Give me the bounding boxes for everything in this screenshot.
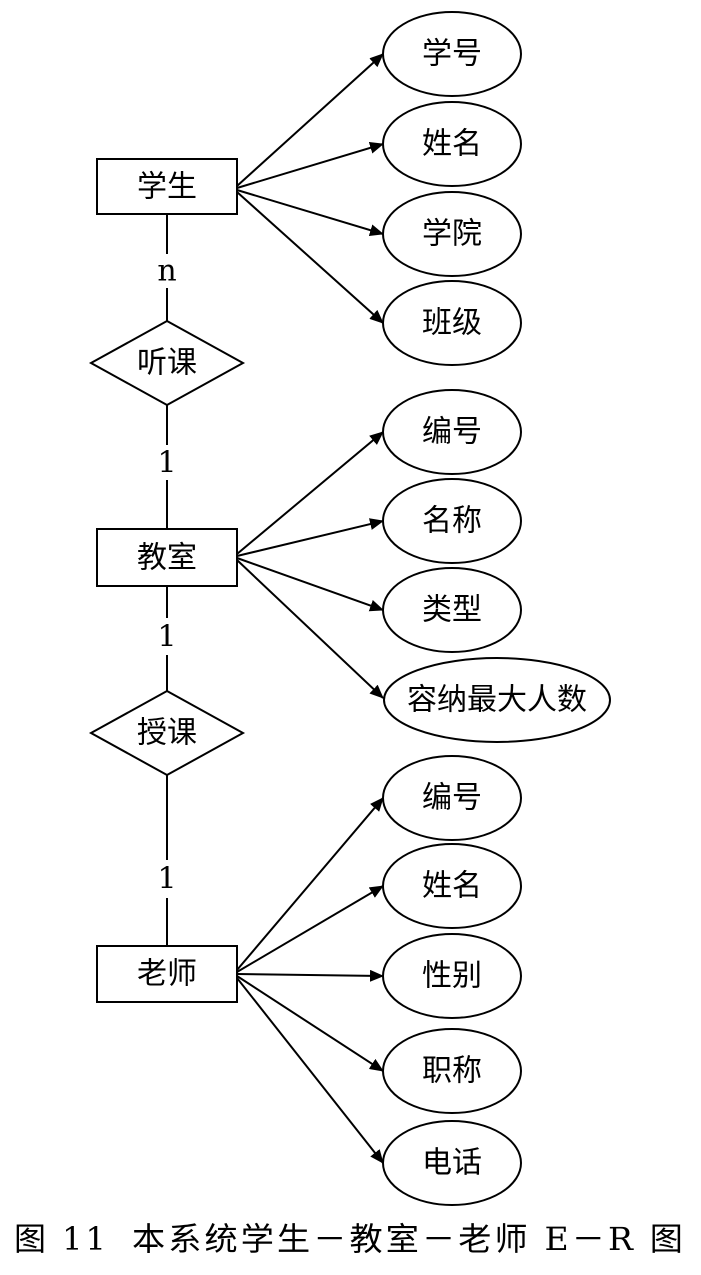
- attribute-node: 姓名: [382, 843, 522, 929]
- relationship-attend-label: 听课: [137, 346, 197, 381]
- arrow-teacher-attr-5: [236, 977, 384, 1164]
- attribute-node: 名称: [382, 478, 522, 564]
- attribute-node: 姓名: [382, 101, 522, 187]
- arrow-classroom-attr-1: [236, 431, 384, 555]
- entity-teacher-label: 老师: [137, 957, 197, 992]
- attributes-student: 学号 姓名 学院 班级: [382, 11, 522, 366]
- arrow-classroom-attr-2: [236, 518, 384, 557]
- attribute-node: 电话: [382, 1120, 522, 1206]
- arrow-teacher-attr-3: [236, 969, 384, 982]
- entity-student: 学生: [96, 158, 238, 215]
- entity-teacher: 老师: [96, 945, 238, 1003]
- attributes-teacher: 编号 姓名 性别 职称 电话: [382, 755, 522, 1206]
- attribute-label: 名称: [422, 504, 482, 539]
- attribute-node: 学号: [382, 11, 522, 97]
- attribute-node: 学院: [382, 191, 522, 277]
- attribute-label: 性别: [422, 959, 482, 994]
- attribute-node: 职称: [382, 1028, 522, 1114]
- attribute-node: 编号: [382, 755, 522, 841]
- attribute-label: 姓名: [422, 869, 482, 904]
- arrow-student-attr-2: [236, 142, 384, 189]
- attribute-arrows: [236, 53, 384, 1164]
- arrow-student-attr-3: [236, 189, 384, 236]
- cardinality-student-attend: n: [157, 254, 176, 289]
- arrow-student-attr-4: [236, 191, 384, 324]
- cardinalities: n 1 1 1: [157, 254, 176, 897]
- relationship-teach-label: 授课: [137, 716, 197, 751]
- attribute-label: 编号: [422, 415, 482, 450]
- cardinality-classroom-teach: 1: [157, 620, 176, 655]
- entity-classroom-label: 教室: [137, 541, 197, 576]
- attributes-classroom: 编号 名称 类型 容纳最大人数: [382, 389, 611, 743]
- entity-student-label: 学生: [137, 170, 197, 205]
- attribute-label: 职称: [422, 1054, 482, 1089]
- attribute-node: 编号: [382, 389, 522, 475]
- arrow-student-attr-1: [236, 53, 384, 187]
- attribute-label: 类型: [422, 593, 482, 628]
- attribute-node: 容纳最大人数: [383, 657, 611, 743]
- cardinality-attend-classroom: 1: [157, 446, 176, 481]
- caption-prefix: 图 11: [14, 1220, 109, 1258]
- attribute-label: 学院: [422, 217, 482, 252]
- cardinality-teach-teacher: 1: [157, 862, 176, 897]
- attribute-node: 性别: [382, 933, 522, 1019]
- attribute-label: 电话: [422, 1146, 482, 1181]
- attribute-node: 班级: [382, 280, 522, 366]
- entity-classroom: 教室: [96, 528, 238, 587]
- caption-title: 本系统学生－教室－老师 E－R 图: [132, 1220, 686, 1258]
- figure-caption: 图 11 本系统学生－教室－老师 E－R 图: [14, 1220, 686, 1258]
- arrow-teacher-attr-2: [236, 885, 384, 973]
- arrow-classroom-attr-3: [236, 557, 384, 612]
- attribute-label: 容纳最大人数: [407, 683, 587, 718]
- arrow-classroom-attr-4: [236, 559, 384, 699]
- attribute-node: 类型: [382, 567, 522, 653]
- attribute-label: 编号: [422, 781, 482, 816]
- arrow-teacher-attr-4: [236, 975, 384, 1072]
- attribute-label: 姓名: [422, 127, 482, 162]
- attribute-label: 班级: [422, 306, 482, 341]
- relationship-attend: 听课: [88, 319, 246, 407]
- arrow-teacher-attr-1: [236, 797, 384, 971]
- relationship-teach: 授课: [88, 689, 246, 777]
- attribute-label: 学号: [422, 37, 482, 72]
